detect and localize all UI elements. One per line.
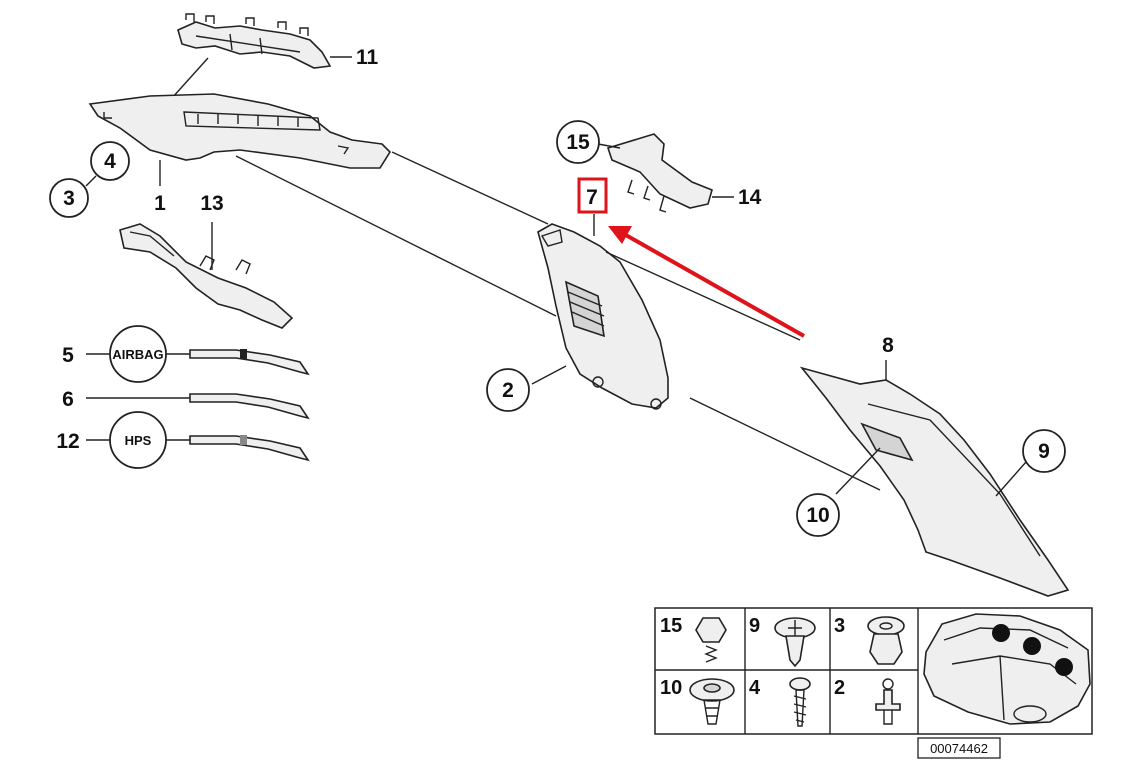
fastener-table: 15 9 3 10 4 2 <box>654 607 1093 735</box>
strip-5 <box>86 349 310 376</box>
label-8: 8 <box>882 334 894 357</box>
callout-10: 10 <box>796 493 840 537</box>
airbag-badge: AIRBAG <box>109 325 167 383</box>
strip-6 <box>86 393 310 420</box>
table-cell-2: 2 <box>834 677 845 699</box>
bolt-icon <box>695 617 727 663</box>
clip-nut-icon <box>774 617 816 668</box>
label-3: 3 <box>63 187 75 210</box>
clip-15-14 <box>593 133 734 236</box>
highlight-arrow <box>608 226 805 338</box>
bracket-13 <box>119 222 294 329</box>
table-cell-3: 3 <box>834 615 845 637</box>
table-cell-9: 9 <box>749 615 760 637</box>
part-number-box: 00074462 <box>917 737 1001 759</box>
label-9: 9 <box>1038 440 1050 463</box>
screw-icon <box>789 677 811 727</box>
table-cell-10: 10 <box>660 677 682 699</box>
table-cell-15: 15 <box>660 615 682 637</box>
label-12: 12 <box>56 430 79 453</box>
strip-12 <box>86 435 310 462</box>
airbag-text: AIRBAG <box>112 347 163 362</box>
table-cell-4: 4 <box>749 677 761 699</box>
callout-3: 3 <box>49 178 89 218</box>
label-2: 2 <box>502 379 514 402</box>
pillar-cover-2 <box>531 223 881 491</box>
rivet-icon <box>875 678 901 725</box>
callout-9: 9 <box>1022 429 1066 473</box>
grommet-icon <box>689 678 735 725</box>
push-clip-icon <box>867 616 905 665</box>
hps-badge: HPS <box>109 411 167 469</box>
trim-1 <box>88 93 557 317</box>
label-15: 15 <box>566 131 590 154</box>
callout-2: 2 <box>486 368 530 412</box>
label-14: 14 <box>738 186 762 209</box>
callout-7-highlighted: 7 <box>577 177 608 214</box>
callout-15: 15 <box>556 120 600 164</box>
label-11: 11 <box>356 46 379 69</box>
label-10: 10 <box>806 504 829 527</box>
label-13: 13 <box>200 192 223 215</box>
part-number: 00074462 <box>930 741 988 756</box>
label-6: 6 <box>62 388 74 411</box>
pillar-trim-8-9 <box>799 360 1070 597</box>
label-1: 1 <box>154 192 166 215</box>
label-5: 5 <box>62 344 74 367</box>
callout-4: 4 <box>85 141 130 187</box>
hps-text: HPS <box>125 433 152 448</box>
car-location-icon <box>923 613 1091 725</box>
label-4: 4 <box>104 150 116 173</box>
bracket-11 <box>171 13 352 99</box>
label-7: 7 <box>586 186 598 209</box>
